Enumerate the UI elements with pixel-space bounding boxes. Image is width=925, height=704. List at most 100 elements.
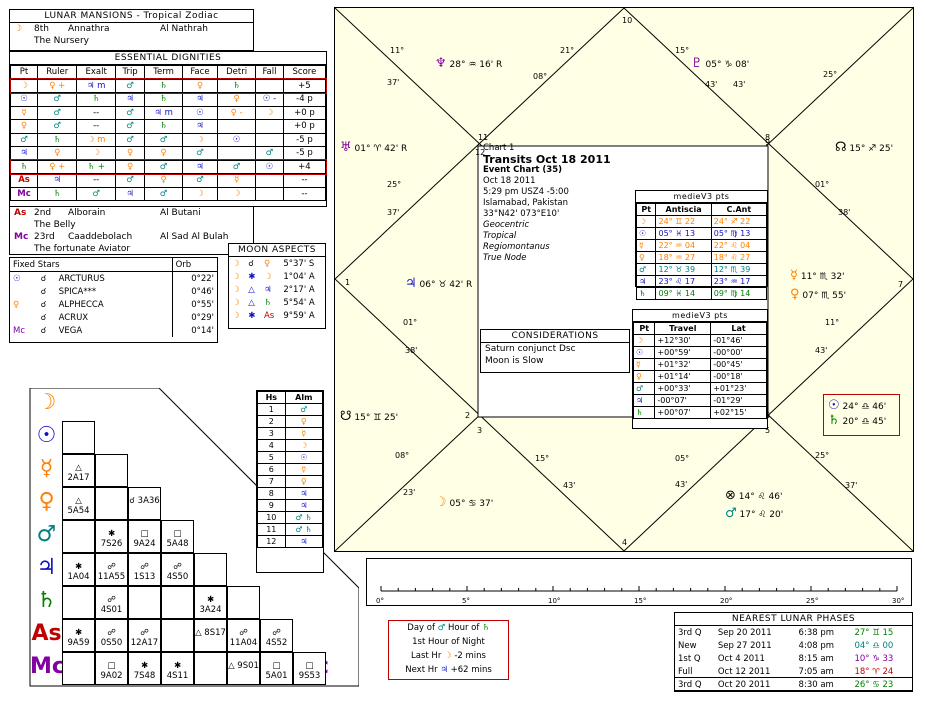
antiscia-cell: ☽	[635, 215, 657, 228]
aspect-grid-cell[interactable]	[161, 586, 194, 619]
house-number: 10	[622, 16, 633, 25]
planet-glyph-icon: ☿	[790, 268, 798, 283]
dignities-cell: ☉	[9, 92, 39, 107]
aspect-grid-cell[interactable]	[227, 586, 260, 619]
chart-planet: ☿ 11° ♏ 32'	[790, 268, 845, 283]
aspect-grid-cell[interactable]: ☍ 4S52	[260, 619, 293, 652]
chart-info-line: Geocentric	[483, 220, 530, 230]
aspect-grid-cell[interactable]: △ 9S01	[227, 652, 260, 685]
moon-aspect-val: 5°54' A	[283, 297, 315, 308]
cusp-degree: 15°	[535, 454, 550, 463]
aspect-grid-cell[interactable]	[62, 586, 95, 619]
planet-position-text: 11° ♏ 32'	[800, 272, 845, 282]
star-point	[10, 285, 38, 298]
dignities-cell	[255, 78, 284, 93]
moon-aspect-b: ♀	[263, 258, 271, 269]
moon-mansion-meaning: The Nursery	[34, 36, 89, 46]
dignities-cell: ☿	[9, 105, 39, 120]
house-number: 1	[345, 278, 351, 287]
aspect-grid-label-left: ♃	[36, 555, 57, 580]
house-num: 6	[257, 463, 286, 476]
asc-mansion-row: As 2nd Alborain Al Butani	[10, 207, 253, 219]
antiscia-cell: 24° ♐ 22	[710, 215, 768, 228]
moon-aspect-val: 1°04' A	[283, 271, 315, 282]
cusp-degree: 25°	[387, 180, 402, 189]
aspect-grid-cell[interactable]	[95, 487, 128, 520]
aspect-grid-cell[interactable]: □ 5A48	[161, 520, 194, 553]
saturn-icon: ♄	[482, 623, 490, 633]
chart-planet: ☊ 15° ♐ 25'	[835, 140, 893, 155]
aspect-grid-cell[interactable]	[62, 520, 95, 553]
aspect-grid-cell[interactable]: □ 9S53	[293, 652, 326, 685]
aspect-grid-cell[interactable]	[62, 652, 95, 685]
aspect-grid-cell[interactable]: ☍ 11A04	[227, 619, 260, 652]
mc-mansion-row: Mc 23rd Caaddebolach Al Sad Al Bulah	[10, 231, 253, 243]
mc-mansion-num: 23rd	[34, 232, 55, 242]
aspect-grid-cell[interactable]: ☍ 1S13	[128, 553, 161, 586]
dignities-cell: +5	[282, 78, 327, 93]
aspect-grid-cell[interactable]: ☍ 4S01	[95, 586, 128, 619]
aspect-grid-cell[interactable]: ✱ 1A04	[62, 553, 95, 586]
aspect-grid-cell[interactable]: □ 9A02	[95, 652, 128, 685]
aspect-grid-cell[interactable]: ✱ 4S11	[161, 652, 194, 685]
travel-cell: ♄	[632, 406, 656, 419]
dignities-cell: ♃	[37, 173, 78, 188]
antiscia-cell: 09° ♍ 14	[710, 287, 768, 300]
chart-overlay: ♆ 28° ♒ 16' R♇ 05° ♑ 08'♅ 01° ♈ 42' R☊ 1…	[335, 8, 913, 551]
house-almuten: ♂	[284, 403, 324, 416]
travel-cell: +00°07'	[654, 406, 712, 419]
aspect-grid-cell[interactable]: ☌ 3A36	[128, 487, 161, 520]
moon-aspect-b: ☽	[263, 271, 272, 282]
cusp-degree: 25°	[823, 70, 838, 79]
aspect-grid-cell[interactable]	[161, 619, 194, 652]
dignities-cell: ♂	[255, 146, 284, 161]
aspect-grid-cell[interactable]: ✱ 3A24	[194, 586, 227, 619]
house-row: 7♀	[257, 475, 324, 488]
aspect-grid-cell[interactable]: △ 8S17	[194, 619, 227, 652]
chart-info-line: True Node	[483, 253, 527, 263]
planet-position-text: 14° ♌ 46'	[738, 492, 783, 502]
aspect-grid-cell[interactable]	[95, 454, 128, 487]
aspect-grid-cell[interactable]: ☍ 4S50	[161, 553, 194, 586]
aspect-grid-cell[interactable]: □ 5A01	[260, 652, 293, 685]
dignities-cell: ♄	[144, 78, 183, 93]
dignities-cell: ♀ +	[37, 78, 78, 93]
moon-aspect-row: ☽△♄5°54' A	[229, 296, 325, 309]
dignities-cell: ♂	[114, 173, 146, 188]
antiscia-cell: 12° ♏ 39	[710, 263, 768, 276]
aspect-grid-cell[interactable]	[62, 421, 95, 454]
dignities-cell: --	[76, 105, 116, 120]
aspect-grid-cell[interactable]: ✱ 7S48	[128, 652, 161, 685]
dignities-cell: ♄	[144, 92, 183, 107]
aspect-grid-cell[interactable]: □ 9A24	[128, 520, 161, 553]
star-name: SPICA***	[58, 286, 97, 297]
lunar-phase-cell: 18° ♈ 24	[854, 666, 894, 677]
aspect-grid-cell[interactable]	[128, 586, 161, 619]
star-point	[10, 311, 38, 324]
dignities-cell: ♃	[114, 186, 146, 201]
dignities-cell: ♂	[181, 173, 219, 188]
aspect-grid-cell[interactable]: ✱ 9A59	[62, 619, 95, 652]
planet-glyph-icon: ♇	[691, 56, 703, 71]
aspect-grid-cell[interactable]: ☍ 11A55	[95, 553, 128, 586]
aspect-grid-cell[interactable]	[194, 553, 227, 586]
dignities-cell: -5 p	[282, 146, 327, 161]
aspect-grid-cell[interactable]: ☍ 0S50	[95, 619, 128, 652]
mc-mansion-name: Caaddebolach	[68, 232, 133, 242]
travel-cell: ♂	[632, 382, 656, 395]
dignities-cell: ♀	[114, 146, 146, 161]
aspect-grid-cell[interactable]: ☍ 12A17	[128, 619, 161, 652]
asc-mc-mansions: As 2nd Alborain Al Butani The Belly Mc 2…	[9, 207, 254, 255]
aspect-grid-cell[interactable]: △ 2A17	[62, 454, 95, 487]
dignities-cell: ♂	[144, 159, 183, 174]
dignities-cell	[217, 146, 257, 161]
antiscia-header: C.Ant	[710, 203, 768, 216]
travel-title: medieV3 pts	[633, 310, 767, 322]
aspect-grid-cell[interactable]: ✱ 7S26	[95, 520, 128, 553]
travel-cell: +02°15'	[710, 406, 767, 419]
aspect-grid-cell[interactable]: △ 5A54	[62, 487, 95, 520]
aspect-grid-cell[interactable]	[194, 652, 227, 685]
